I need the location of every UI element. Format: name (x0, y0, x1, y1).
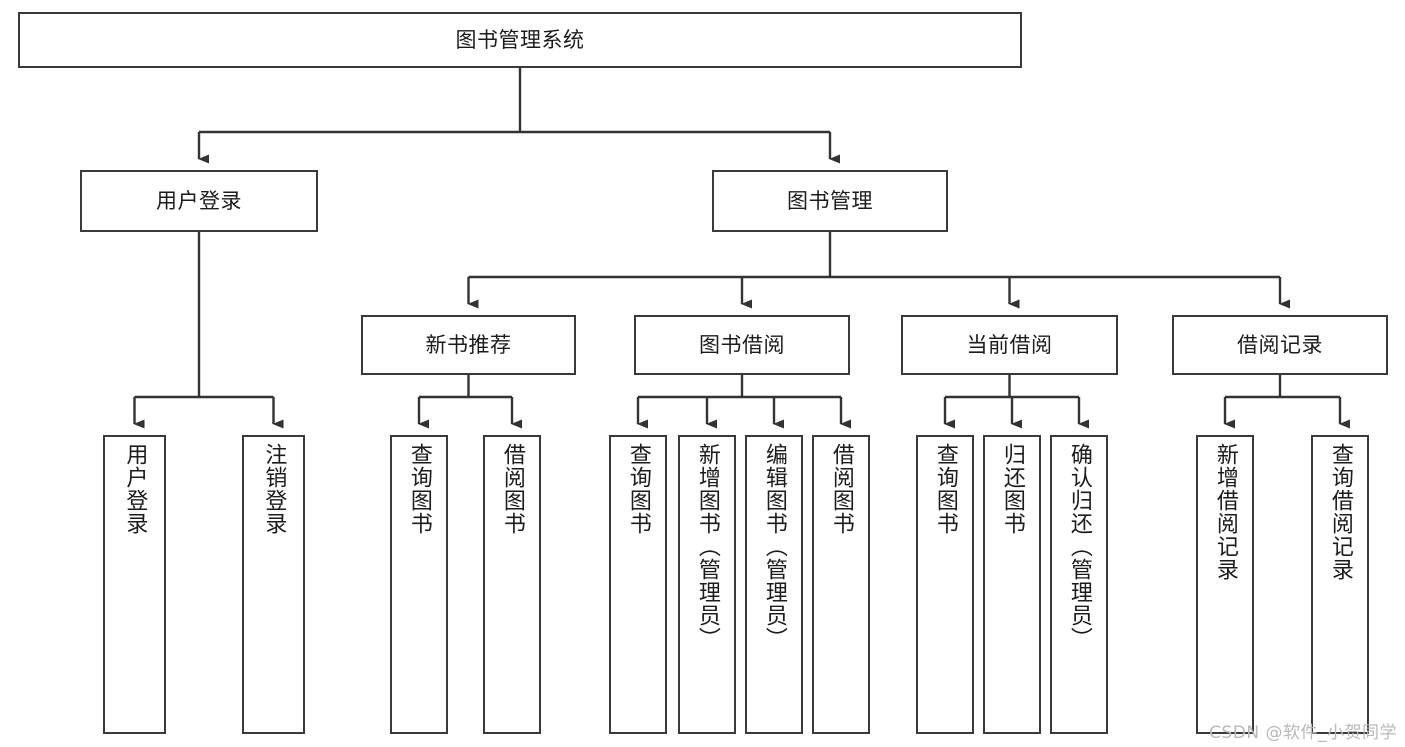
node-login[interactable]: 用户登录 (80, 170, 318, 232)
node-root[interactable]: 图书管理系统 (18, 12, 1022, 68)
node-leaf-query-book-1[interactable]: 查询图书 (390, 435, 448, 734)
node-label: 图书管理 (787, 188, 873, 213)
node-label: 用户登录 (156, 188, 242, 213)
node-leaf-add-record[interactable]: 新增借阅记录 (1196, 435, 1254, 734)
node-label: 借阅图书 (499, 443, 525, 535)
node-label: 图书借阅 (699, 332, 785, 357)
node-leaf-query-book-3[interactable]: 查询图书 (916, 435, 974, 734)
node-label: 注销登录 (261, 443, 287, 535)
node-borrow[interactable]: 图书借阅 (634, 315, 850, 375)
node-label: 借阅图书 (828, 443, 854, 535)
node-leaf-borrow-book-2[interactable]: 借阅图书 (812, 435, 870, 734)
node-leaf-logout[interactable]: 注销登录 (242, 435, 305, 734)
node-label: 查询图书 (625, 443, 651, 535)
node-label: 查询图书 (406, 443, 432, 535)
node-leaf-borrow-book-1[interactable]: 借阅图书 (483, 435, 541, 734)
node-label: 新增借阅记录 (1212, 443, 1238, 581)
node-leaf-edit-book[interactable]: 编辑图书（管理员） (745, 435, 803, 734)
node-leaf-query-book-2[interactable]: 查询图书 (609, 435, 667, 734)
node-leaf-query-record[interactable]: 查询借阅记录 (1311, 435, 1369, 734)
node-leaf-return-book[interactable]: 归还图书 (983, 435, 1041, 734)
node-leaf-user-login[interactable]: 用户登录 (103, 435, 166, 734)
node-current[interactable]: 当前借阅 (901, 315, 1118, 375)
node-label: 用户登录 (122, 443, 148, 535)
node-label: 新增图书（管理员） (694, 443, 720, 650)
node-label: 当前借阅 (966, 332, 1053, 357)
node-leaf-add-book[interactable]: 新增图书（管理员） (678, 435, 736, 734)
csdn-watermark: CSDN @软件_小贺同学 (1209, 723, 1397, 743)
node-label: 图书管理系统 (455, 27, 585, 52)
node-newbook[interactable]: 新书推荐 (361, 315, 576, 375)
node-label: 查询借阅记录 (1327, 443, 1353, 581)
node-bookmgmt[interactable]: 图书管理 (712, 170, 948, 232)
node-label: 新书推荐 (425, 332, 512, 357)
node-leaf-confirm-return[interactable]: 确认归还（管理员） (1050, 435, 1108, 734)
node-label: 借阅记录 (1237, 332, 1323, 357)
node-label: 确认归还（管理员） (1066, 443, 1092, 650)
node-records[interactable]: 借阅记录 (1172, 315, 1388, 375)
node-label: 查询图书 (932, 443, 958, 535)
node-label: 编辑图书（管理员） (761, 443, 787, 650)
node-label: 归还图书 (999, 443, 1025, 535)
